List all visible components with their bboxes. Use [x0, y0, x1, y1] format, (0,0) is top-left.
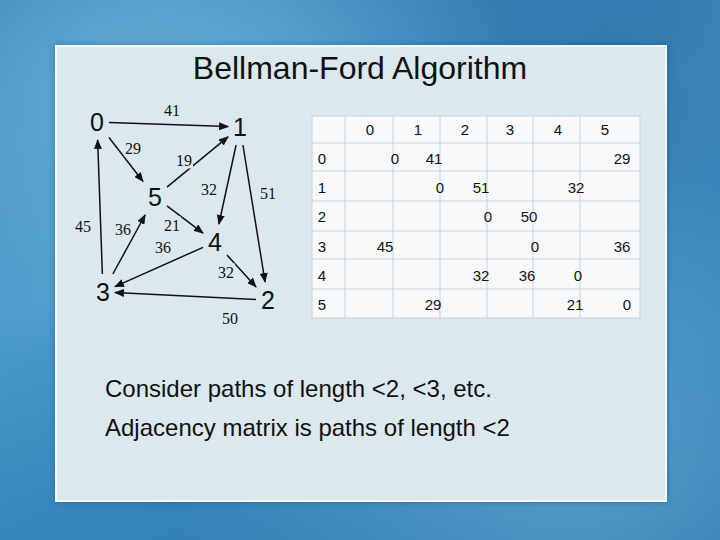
- matrix-cell: 4: [554, 121, 562, 138]
- matrix-cell: 21: [567, 296, 584, 313]
- matrix-cell: 0: [436, 179, 444, 196]
- vertex-number: 3: [96, 278, 110, 306]
- vertex-label: 1: [230, 111, 250, 143]
- edge-weight: 45: [74, 218, 92, 235]
- vertex-label: 5: [145, 181, 165, 213]
- edge-weight: 21: [163, 217, 181, 234]
- edge-weight: 50: [221, 310, 239, 327]
- matrix-cell: 2: [318, 208, 326, 225]
- matrix-cell: 0: [623, 296, 631, 313]
- note-text: Adjacency matrix is paths of length <2: [105, 414, 510, 442]
- matrix-cell: 4: [318, 267, 326, 284]
- vertex-number: 5: [148, 183, 162, 211]
- edge-weight: 19: [175, 152, 193, 169]
- matrix-cell: 36: [614, 238, 631, 255]
- edge-weight: 51: [259, 185, 277, 202]
- edge-weight: 29: [124, 140, 142, 157]
- vertex-label: 2: [258, 284, 278, 316]
- note-text: Consider paths of length <2, <3, etc.: [105, 375, 492, 403]
- matrix-cell: 0: [484, 208, 492, 225]
- directed-edge: [109, 122, 228, 126]
- directed-edge: [243, 145, 265, 282]
- matrix-cell: 0: [366, 121, 374, 138]
- matrix-cell: 0: [318, 150, 326, 167]
- vertex-number: 4: [208, 228, 222, 256]
- matrix-cell: 45: [377, 238, 394, 255]
- edge-weight: 36: [154, 239, 172, 256]
- edge-weight: 36: [114, 221, 132, 238]
- directed-edge: [113, 215, 145, 274]
- directed-edge: [115, 293, 256, 300]
- matrix-cell: 0: [574, 267, 582, 284]
- vertex-number: 1: [233, 113, 247, 141]
- matrix-cell: 29: [614, 150, 631, 167]
- matrix-cell: 32: [473, 267, 490, 284]
- matrix-cell: 51: [473, 179, 490, 196]
- vertex-label: 3: [93, 276, 113, 308]
- matrix-cell: 41: [426, 150, 443, 167]
- matrix-cell: 3: [506, 121, 514, 138]
- matrix-cell: 5: [601, 121, 609, 138]
- vertex-label: 0: [87, 106, 107, 138]
- edge-weight: 41: [163, 102, 181, 119]
- directed-edge: [98, 140, 103, 274]
- matrix-cell: 2: [461, 121, 469, 138]
- edge-weight: 32: [217, 264, 235, 281]
- matrix-cell: 0: [391, 150, 399, 167]
- matrix-cell: 1: [414, 121, 422, 138]
- matrix-cell: 29: [425, 296, 442, 313]
- vertex-label: 4: [205, 226, 225, 258]
- matrix-cell: 0: [531, 238, 539, 255]
- matrix-cell: 32: [568, 179, 585, 196]
- matrix-cell: 5: [318, 296, 326, 313]
- matrix-cell: 50: [521, 208, 538, 225]
- vertex-number: 0: [90, 108, 104, 136]
- directed-edge: [167, 137, 228, 187]
- edge-weight: 32: [200, 181, 218, 198]
- matrix-cell: 36: [519, 267, 536, 284]
- vertex-number: 2: [261, 286, 275, 314]
- directed-edge: [109, 137, 143, 181]
- matrix-cell: 1: [318, 179, 326, 196]
- slide-title: Bellman-Ford Algorithm: [193, 50, 527, 87]
- directed-edge: [219, 145, 236, 224]
- matrix-cell: 3: [318, 238, 326, 255]
